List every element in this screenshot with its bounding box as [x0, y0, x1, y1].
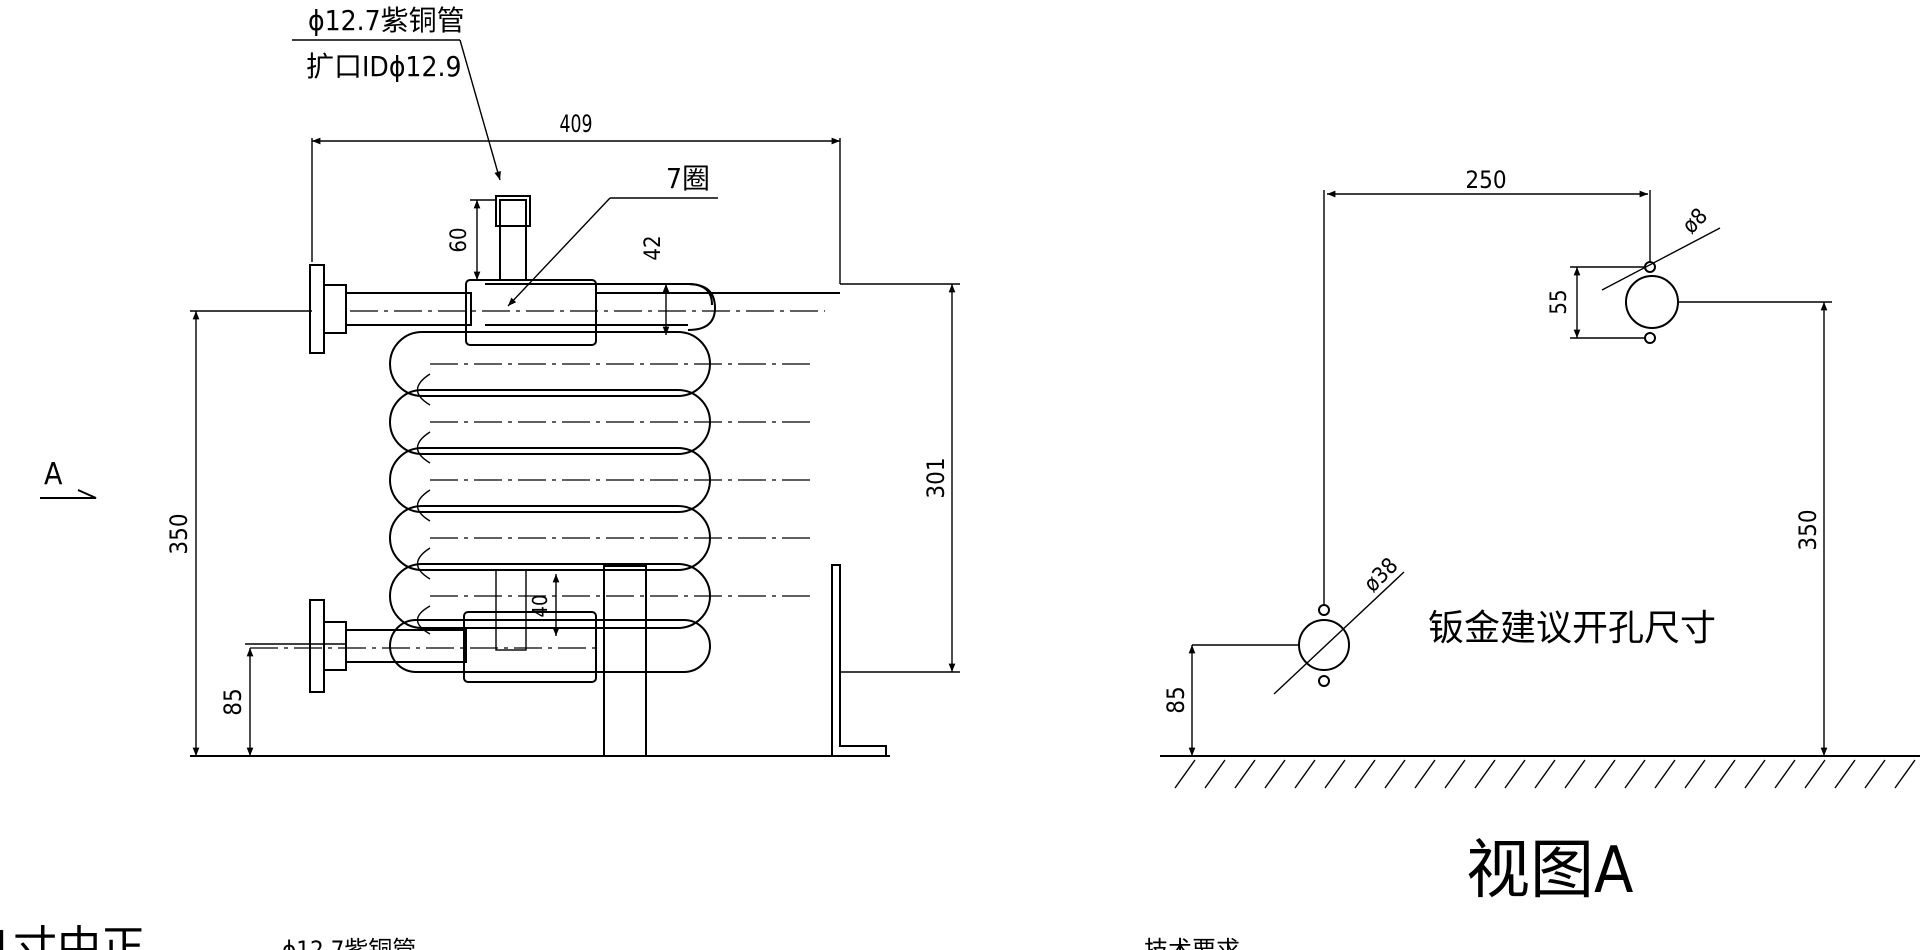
hole-note: 钣金建议开孔尺寸 — [1428, 608, 1716, 649]
footer-left: 1寸中正 — [0, 922, 145, 950]
dim-coil-height: 301 — [922, 457, 950, 498]
outlet-pipe — [309, 569, 597, 693]
footer-right: 技术要求 — [1144, 936, 1240, 950]
dim-hole-spacing: 250 — [1465, 166, 1506, 194]
view-a: 250 ø8 55 ø38 350 85 钣金建议开孔尺寸 视图A — [1160, 166, 1920, 908]
dim-top-offset: 42 — [641, 235, 666, 260]
ground-hatch — [1174, 759, 1916, 789]
dim-inlet-height: 350 — [165, 513, 193, 554]
dim-upper-height: 350 — [1794, 509, 1822, 550]
footer-mid: ϕ12.7紫铜管 — [282, 936, 416, 950]
turns-label: 7圈 — [666, 162, 710, 195]
dim-lower-height: 85 — [1162, 686, 1190, 713]
side-dimensions: 409 60 42 301 350 85 40 — [165, 111, 960, 756]
dim-width: 409 — [560, 111, 593, 139]
section-mark: A — [44, 457, 63, 492]
coil-turns — [389, 331, 711, 673]
support-brackets — [603, 564, 887, 757]
dim-small-pitch: 55 — [1547, 289, 1572, 314]
dim-large-hole: ø38 — [1359, 553, 1403, 597]
dim-outlet-height: 85 — [219, 688, 247, 715]
flare-spec-label: 扩口IDϕ12.9 — [306, 50, 462, 83]
view-a-title: 视图A — [1466, 834, 1633, 908]
side-labels: ϕ12.7紫铜管 扩口IDϕ12.9 7圈 A — [40, 4, 718, 499]
dim-stub-height: 60 — [447, 227, 472, 252]
pipe-spec-label: ϕ12.7紫铜管 — [308, 4, 465, 37]
footer: 1寸中正 ϕ12.7紫铜管 技术要求 — [0, 922, 1240, 950]
coil-body — [250, 283, 825, 673]
dim-stub-lower: 40 — [528, 595, 552, 618]
inlet-pipe — [309, 195, 840, 354]
lower-hole-group — [1298, 604, 1350, 687]
side-view: 409 60 42 301 350 85 40 — [40, 4, 960, 757]
upper-hole-group — [1625, 261, 1679, 344]
view-a-dimensions: 250 ø8 55 ø38 350 85 — [1162, 166, 1832, 756]
